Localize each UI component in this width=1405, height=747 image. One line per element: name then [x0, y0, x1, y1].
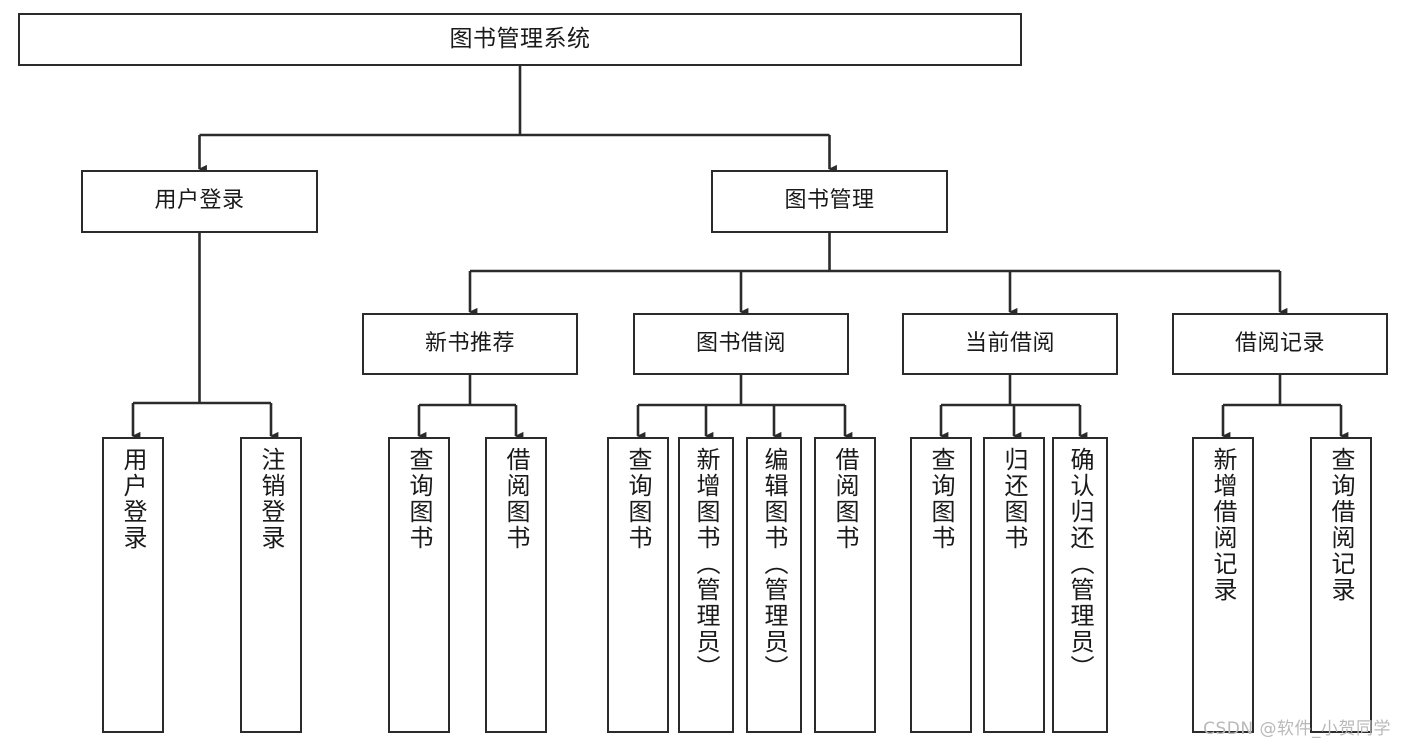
node-borrow-book-1[interactable]: 借阅图书: [485, 437, 547, 733]
node-current-borrow[interactable]: 当前借阅: [902, 313, 1118, 375]
node-query-book-3[interactable]: 查询图书: [910, 437, 972, 733]
node-label: 查询图书: [405, 447, 433, 551]
node-add-book[interactable]: 新增图书（管理员）: [678, 437, 734, 733]
node-edit-book[interactable]: 编辑图书（管理员）: [746, 437, 802, 733]
node-label: 图书借阅: [695, 330, 786, 356]
node-logout[interactable]: 注销登录: [240, 437, 302, 733]
node-label: 确认归还（管理员）: [1066, 447, 1094, 681]
node-query-book-2[interactable]: 查询图书: [607, 437, 669, 733]
node-new-book-recommend[interactable]: 新书推荐: [362, 313, 578, 375]
node-return-book[interactable]: 归还图书: [983, 437, 1045, 733]
node-add-record[interactable]: 新增借阅记录: [1192, 437, 1254, 733]
node-borrow-record[interactable]: 借阅记录: [1172, 313, 1388, 375]
node-label: 借阅图书: [831, 447, 859, 551]
node-label: 新增图书（管理员）: [692, 447, 720, 681]
node-label: 借阅图书: [502, 447, 530, 551]
node-label: 图书管理: [784, 188, 875, 214]
node-label: 图书管理系统: [449, 25, 591, 52]
node-book-borrow[interactable]: 图书借阅: [633, 313, 849, 375]
node-confirm-return[interactable]: 确认归还（管理员）: [1052, 437, 1108, 733]
node-label: 借阅记录: [1234, 330, 1325, 356]
node-label: 查询图书: [624, 447, 652, 551]
node-label: 用户登录: [154, 188, 245, 214]
node-query-book-1[interactable]: 查询图书: [388, 437, 450, 733]
node-label: 归还图书: [1000, 447, 1028, 551]
node-label: 用户登录: [119, 447, 147, 551]
node-label: 查询借阅记录: [1327, 447, 1355, 603]
node-query-record[interactable]: 查询借阅记录: [1310, 437, 1372, 733]
node-root-system[interactable]: 图书管理系统: [18, 13, 1022, 66]
node-label: 新增借阅记录: [1209, 447, 1237, 603]
node-label: 当前借阅: [964, 330, 1055, 356]
node-label: 注销登录: [257, 447, 285, 551]
edge-group: [131, 66, 1349, 441]
node-label: 新书推荐: [424, 330, 515, 356]
node-borrow-book-2[interactable]: 借阅图书: [814, 437, 876, 733]
node-label: 查询图书: [927, 447, 955, 551]
node-user-login[interactable]: 用户登录: [102, 437, 164, 733]
node-user-login[interactable]: 用户登录: [81, 170, 318, 233]
node-book-manage[interactable]: 图书管理: [711, 170, 948, 233]
node-label: 编辑图书（管理员）: [760, 447, 788, 681]
